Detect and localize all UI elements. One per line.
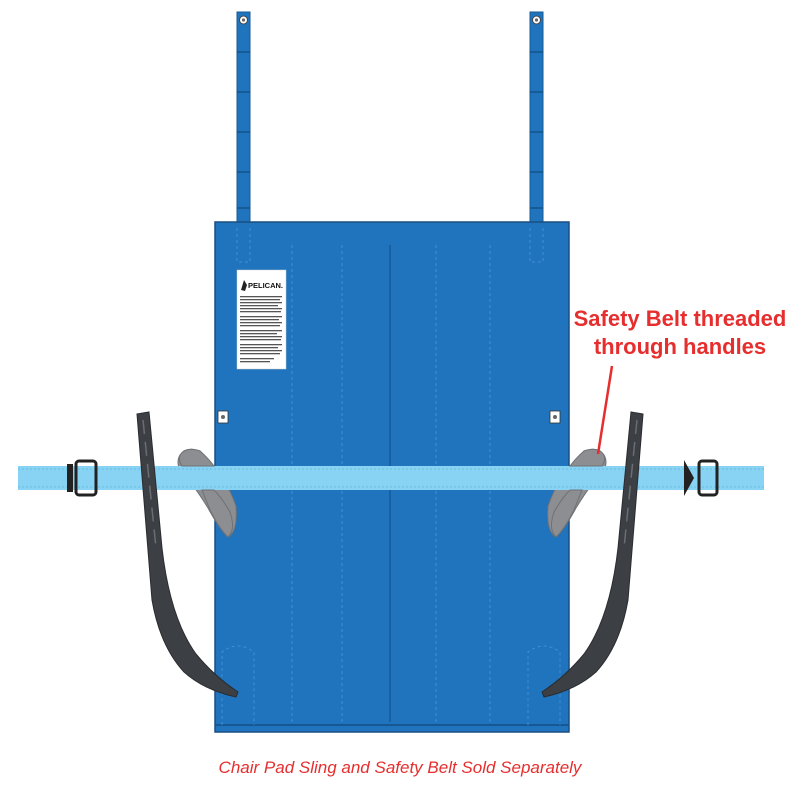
callout-line-2: through handles	[593, 334, 767, 359]
left-dark-handle	[136, 411, 239, 698]
product-label: PELICAN.	[236, 269, 287, 370]
right-buckle-icon	[684, 459, 719, 497]
left-buckle-icon	[67, 459, 98, 497]
caption: Chair Pad Sling and Safety Belt Sold Sep…	[218, 758, 582, 777]
callout-pointer	[596, 365, 614, 455]
left-top-strap	[236, 11, 251, 229]
right-top-strap	[529, 11, 544, 229]
label-brand: PELICAN.	[248, 281, 283, 290]
callout-text: Safety Belt threaded through handles	[560, 305, 800, 361]
right-dark-handle	[541, 411, 644, 698]
pelican-logo-icon	[241, 280, 247, 291]
callout-line-1: Safety Belt threaded	[573, 306, 787, 331]
